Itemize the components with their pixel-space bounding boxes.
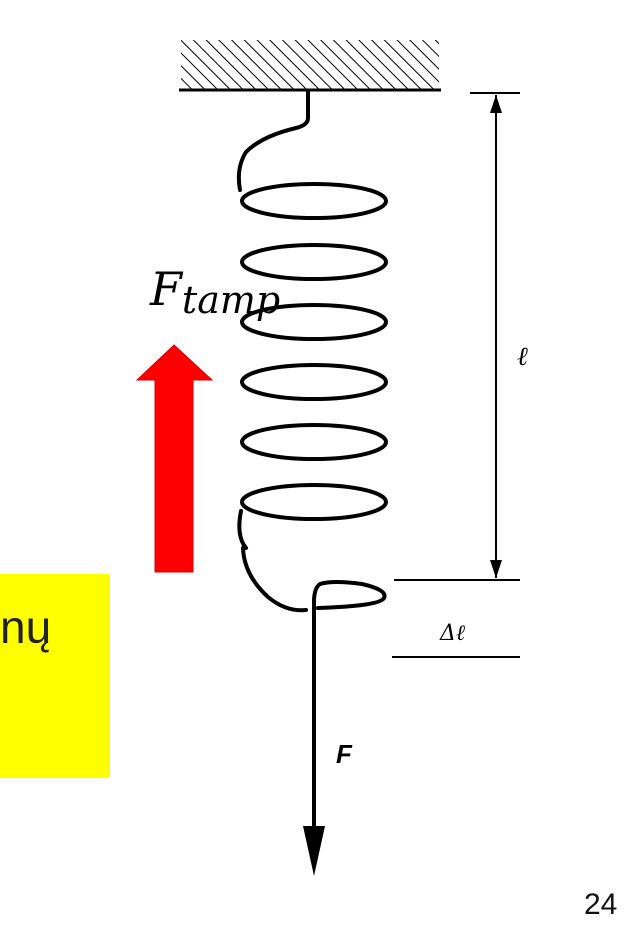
dimension-arrow-bottom [490, 560, 502, 578]
ceiling-hatch [181, 40, 439, 90]
page-number: 24 [584, 888, 618, 921]
tension-force-arrow [135, 344, 214, 573]
yellow-highlight-box [0, 574, 110, 778]
elongation-label: Δℓ [439, 621, 466, 646]
spring-coil [236, 90, 388, 613]
dimension-lines [392, 92, 520, 658]
yellow-note-text: nų [0, 601, 52, 653]
applied-force-arrowhead [303, 826, 325, 876]
dimension-arrow-top [490, 95, 502, 113]
applied-force-label: F [336, 739, 353, 769]
length-label: ℓ [517, 342, 528, 372]
tension-force-label: Ftamp [149, 262, 280, 322]
